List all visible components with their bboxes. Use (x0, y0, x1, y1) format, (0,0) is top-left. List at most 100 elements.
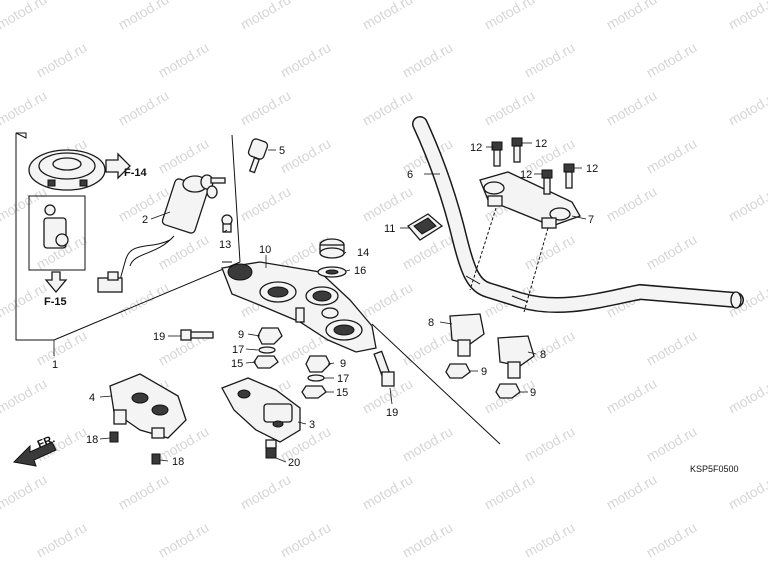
callout-5: 5 (279, 145, 285, 157)
lower-holder-3-part (221, 377, 301, 459)
watermark-text: motod.ru (34, 519, 90, 560)
watermark-text: motod.ru (34, 327, 90, 368)
watermark-text: motod.ru (604, 471, 660, 512)
callout-19-b: 19 (386, 407, 398, 419)
watermark-text: motod.ru (400, 39, 456, 80)
callout-10: 10 (259, 244, 271, 256)
callout-16: 16 (354, 265, 366, 277)
watermark-text: motod.ru (400, 231, 456, 272)
lock-clip-part (43, 204, 69, 249)
ref-f14: F-14 (124, 167, 148, 179)
callout-9-a: 9 (238, 329, 244, 341)
callout-numbers: 1 2 3 4 5 6 7 8 8 9 9 9 9 10 11 12 12 12… (52, 138, 598, 469)
watermark-text: motod.ru (278, 39, 334, 80)
ref-arrow-f15 (44, 271, 68, 294)
callout-12-c: 12 (520, 169, 532, 181)
key-pair-part (200, 174, 226, 199)
sub-box (28, 195, 86, 271)
diagram-code: KSP5F0500 (690, 464, 739, 474)
riser-8-left-part (449, 313, 485, 357)
nut-9-riser-left (445, 363, 471, 379)
watermark-text: motod.ru (604, 0, 660, 33)
watermark-text: motod.ru (360, 87, 416, 128)
bolt-18-part (109, 431, 119, 443)
watermark-text: motod.ru (156, 519, 212, 560)
watermark-text: motod.ru (400, 327, 456, 368)
watermark-text: motod.ru (156, 135, 212, 176)
box-1-outline (15, 133, 54, 341)
watermark-text: motod.ru (0, 375, 49, 416)
callout-17-b: 17 (337, 373, 349, 385)
bolt-19-left-part (180, 329, 214, 341)
fuel-cap-part (28, 149, 106, 191)
watermark-text: motod.ru (238, 183, 294, 224)
watermark-text: motod.ru (644, 327, 700, 368)
leader-lines (99, 142, 587, 463)
bolt-19-right-part (373, 350, 395, 387)
holder-4-part (109, 373, 187, 439)
watermark-text: motod.ru (238, 0, 294, 33)
watermark-text: motod.ru (644, 39, 700, 80)
nut-washer-stack-left (253, 327, 283, 369)
watermark-text: motod.ru (522, 519, 578, 560)
watermark-text: motod.ru (116, 87, 172, 128)
cap-14-part (319, 238, 345, 259)
plate-11-part (407, 213, 444, 241)
watermark-text: motod.ru (400, 519, 456, 560)
callout-4: 4 (89, 392, 95, 404)
watermark-text: motod.ru (116, 279, 172, 320)
watermark-text: motod.ru (0, 0, 49, 33)
watermark-text: motod.ru (604, 87, 660, 128)
watermark-text: motod.ru (726, 0, 768, 33)
riser-8-right-part (497, 335, 535, 379)
callout-18-b: 18 (172, 456, 184, 468)
ref-arrow-f14 (105, 152, 131, 180)
watermark-text: motod.ru (604, 375, 660, 416)
watermark-text: motod.ru (360, 471, 416, 512)
nut-washer-stack-mid (301, 355, 331, 399)
ref-f15: F-15 (44, 296, 67, 308)
callout-1: 1 (52, 359, 58, 371)
watermark-text: motod.ru (644, 519, 700, 560)
watermark-text: motod.ru (482, 0, 538, 33)
watermark-text: motod.ru (34, 39, 90, 80)
watermark-text: motod.ru (278, 519, 334, 560)
watermark-text: motod.ru (360, 0, 416, 33)
callout-11: 11 (384, 223, 395, 235)
bolts-12-part (491, 137, 575, 195)
watermark-text: motod.ru (238, 471, 294, 512)
watermark-text: motod.ru (482, 471, 538, 512)
callout-17-a: 17 (232, 344, 244, 356)
bolt-18b-part (151, 453, 161, 465)
watermark-text: motod.ru (400, 423, 456, 464)
watermark-text: motod.ru (238, 87, 294, 128)
watermark-text: motod.ru (116, 471, 172, 512)
watermark-text: motod.ru (644, 231, 700, 272)
callout-8-right: 8 (540, 349, 546, 361)
callout-7: 7 (588, 214, 594, 226)
callout-15-a: 15 (231, 358, 243, 370)
key-5-part (247, 138, 269, 174)
nut-9-riser-right (495, 383, 521, 399)
watermark-text: motod.ru (522, 39, 578, 80)
watermark-text: motod.ru (726, 471, 768, 512)
watermark-text: motod.ru (644, 135, 700, 176)
watermark-text: motod.ru (156, 39, 212, 80)
watermark-text: motod.ru (360, 183, 416, 224)
watermark-text: motod.ru (644, 423, 700, 464)
watermark-text: motod.ru (116, 0, 172, 33)
callout-12-d: 12 (586, 163, 598, 175)
callout-3: 3 (309, 419, 315, 431)
callout-2: 2 (142, 214, 148, 226)
watermark-text: motod.ru (726, 375, 768, 416)
callout-15-b: 15 (336, 387, 348, 399)
callout-18-a: 18 (86, 434, 98, 446)
handlebar-part (412, 116, 744, 314)
watermark-text: motod.ru (604, 183, 660, 224)
callout-9-c: 9 (481, 366, 487, 378)
watermark-text: motod.ru (522, 423, 578, 464)
callout-14: 14 (357, 247, 369, 259)
callout-9-d: 9 (530, 387, 536, 399)
watermark-text: motod.ru (726, 87, 768, 128)
watermark-text: motod.ru (156, 231, 212, 272)
